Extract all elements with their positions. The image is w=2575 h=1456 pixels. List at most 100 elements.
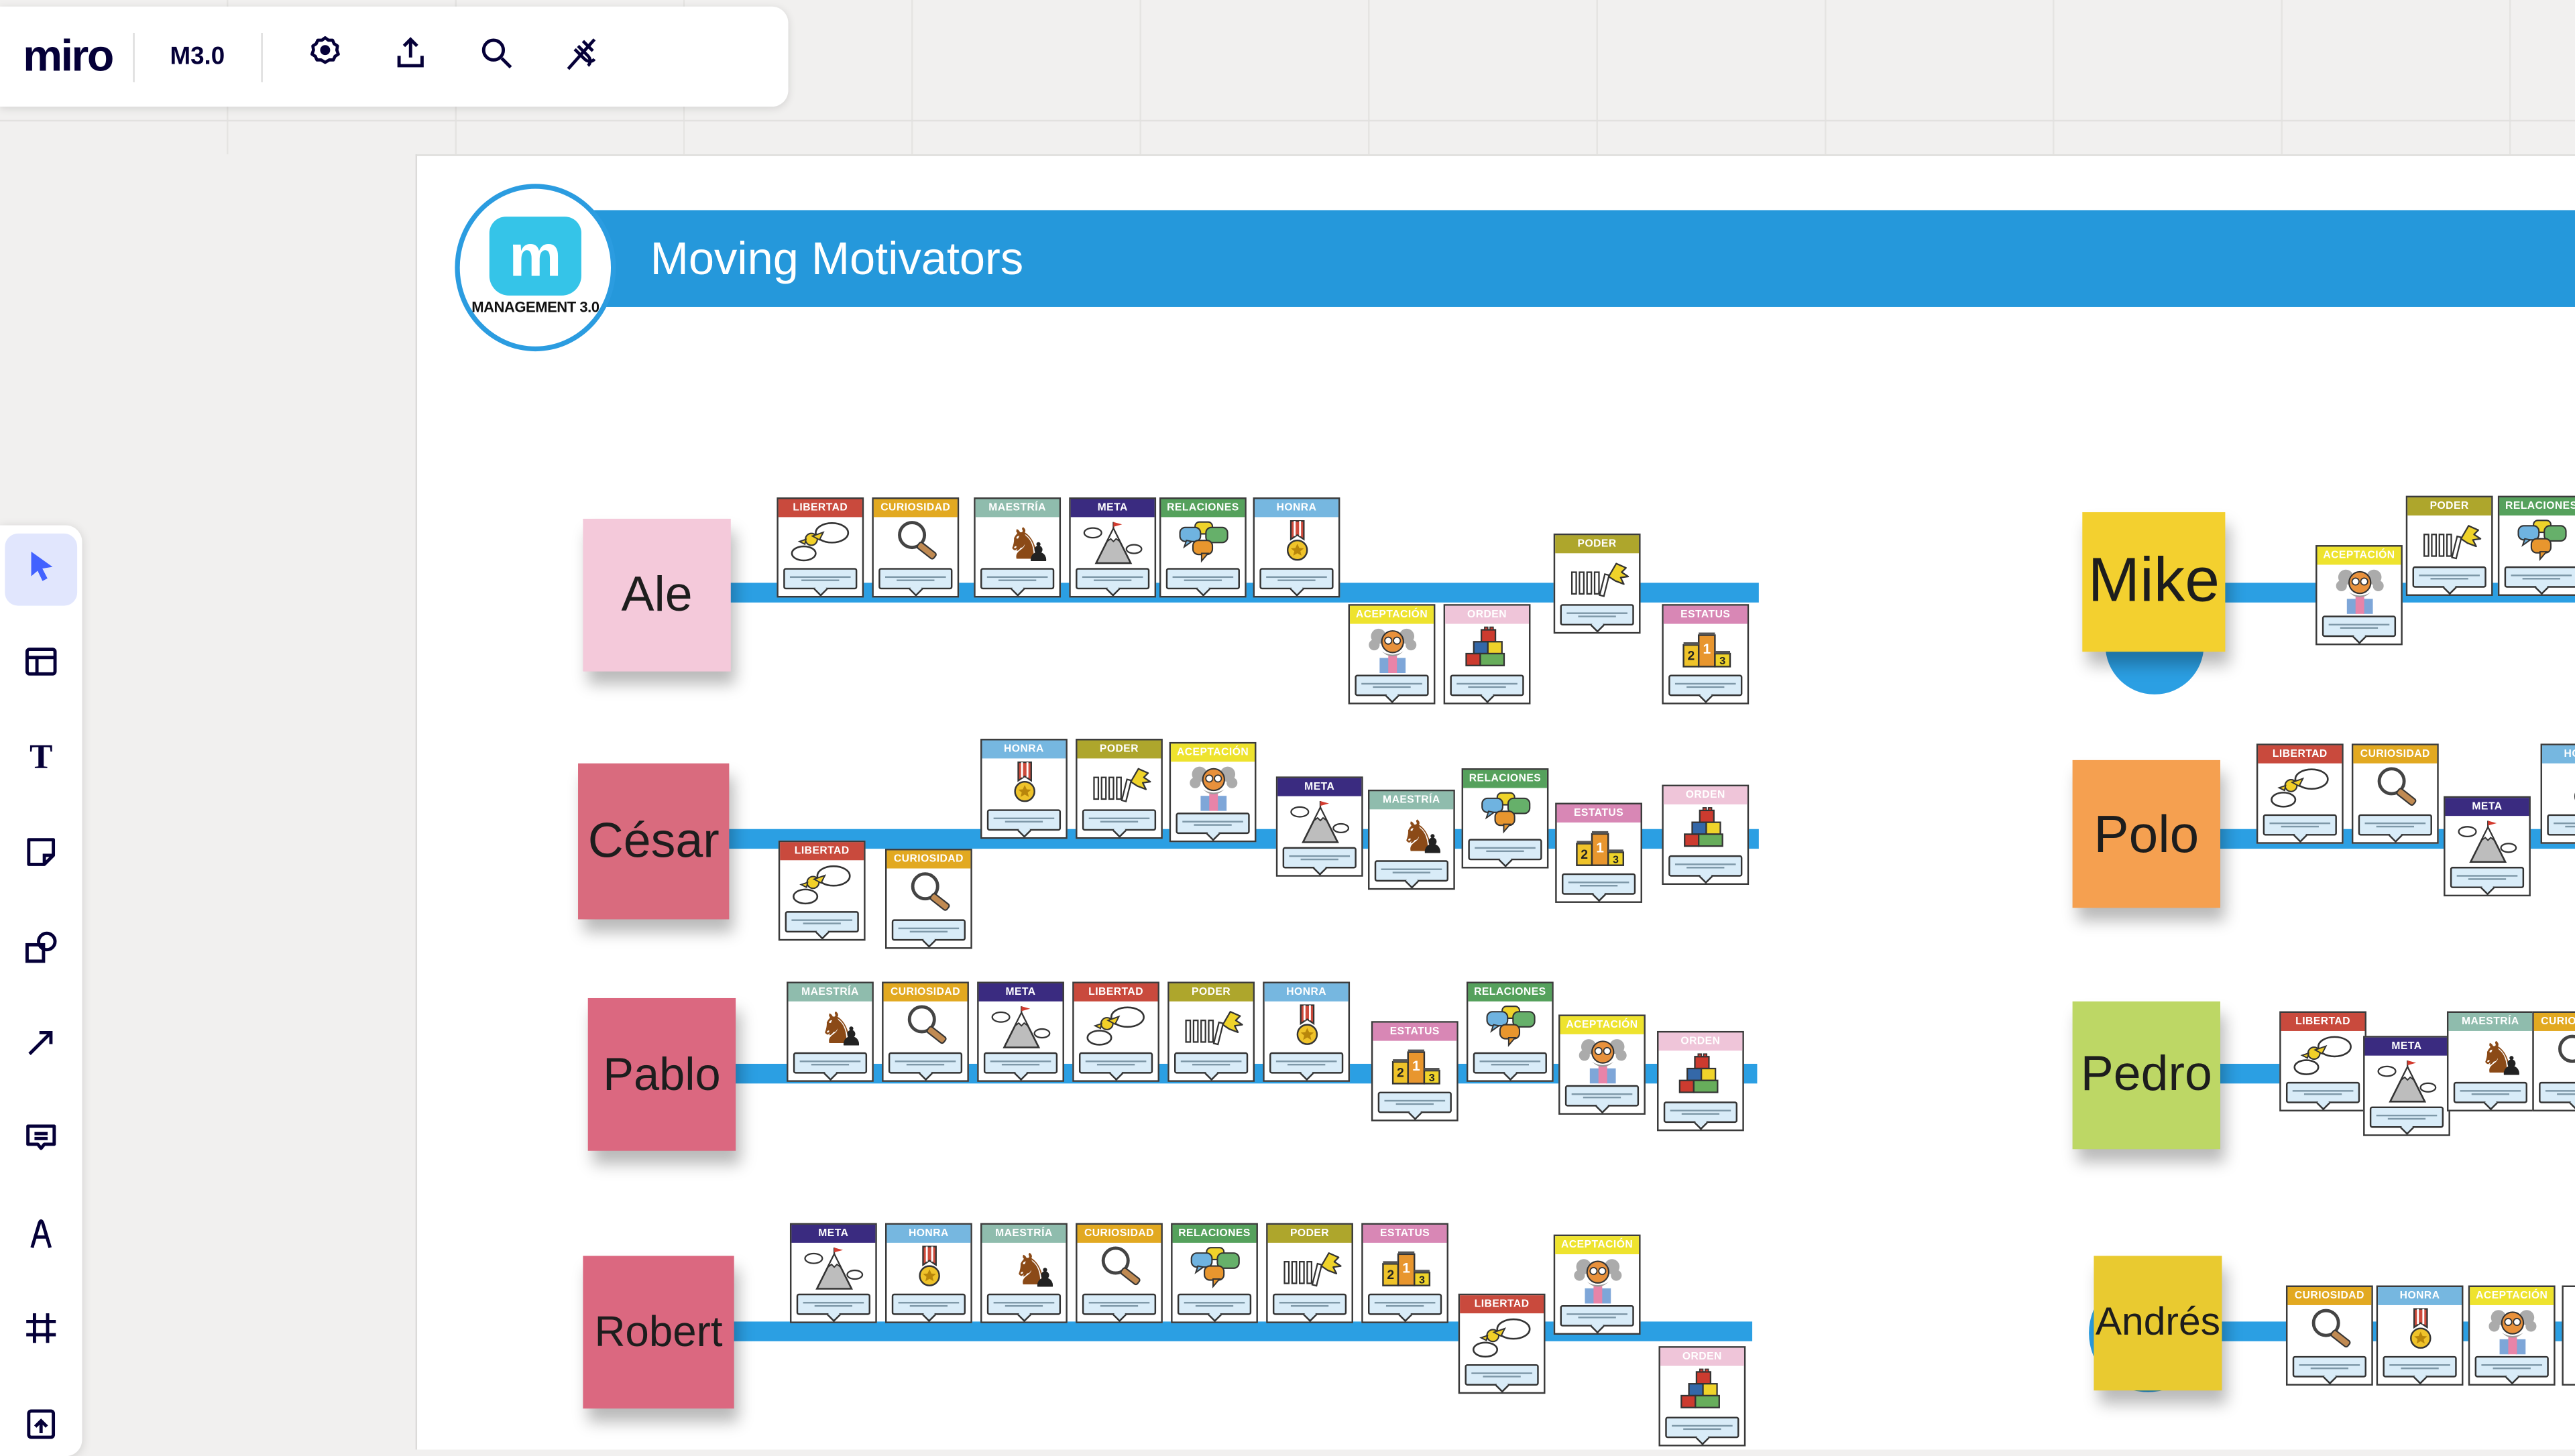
sticky-note-tool[interactable] [5,819,77,892]
motivator-card[interactable]: RELACIONES [1171,1223,1258,1323]
motivator-card[interactable]: MAESTRÍA♞♟ [787,981,874,1082]
motivator-card[interactable]: ORDEN [1658,1346,1746,1447]
motivator-card-title: META [791,1224,876,1243]
motivator-card[interactable]: HONRA [1253,497,1340,598]
motivator-card[interactable]: ACEPTACIÓN [1558,1014,1646,1115]
motivator-card[interactable]: ACEPTACIÓN [1553,1234,1641,1335]
motivator-card[interactable]: PODER [1167,981,1255,1082]
motivator-card[interactable]: CURIOSIDAD [1076,1223,1163,1323]
pen-tool[interactable] [5,1200,77,1272]
motivator-card[interactable]: LIBERTAD [1458,1293,1546,1394]
aceptación-icon [2318,564,2401,615]
motivator-card[interactable]: MAESTRÍA♞♟ [1368,789,1455,890]
upload-tool[interactable] [5,1390,77,1456]
motivator-card[interactable]: ACEPTACIÓN [1348,604,1436,705]
motivator-card[interactable]: CURIOSIDAD [2532,1011,2575,1111]
motivator-card-description [2285,1081,2360,1103]
motivator-card-title: CURIOSIDAD [873,499,958,518]
motivator-card[interactable]: CURIOSIDAD [2285,1285,2373,1386]
motivator-card[interactable]: RELACIONES [2497,495,2575,596]
motivator-card[interactable]: HONRA [1263,981,1351,1082]
motivator-card[interactable]: META [1275,776,1363,877]
motivator-card[interactable]: ORDEN [1657,1030,1744,1132]
motivator-card[interactable]: ORDEN [1443,604,1531,705]
meta-icon [791,1243,875,1294]
motivator-card[interactable]: RELACIONES [1461,768,1549,869]
motivator-card[interactable]: META [2363,1036,2450,1136]
management30-logo-caption: MANAGEMENT 3.0 [471,298,599,316]
motivator-card[interactable]: MAESTRÍA♞♟ [974,497,1062,598]
text-tool[interactable]: T [5,724,77,796]
motivator-card[interactable]: RELACIONES [1466,981,1554,1082]
connector-tool[interactable] [5,1010,77,1082]
motivator-card[interactable]: HONRA [980,739,1068,839]
board-name[interactable]: M3.0 [170,42,225,71]
motivator-card[interactable]: CURIOSIDAD [2351,743,2439,844]
motivator-card[interactable]: META [789,1223,877,1323]
motivator-card-title: ORDEN [1660,1347,1744,1366]
motivator-card[interactable]: META [977,981,1064,1082]
motivator-card-description [1561,873,1636,895]
meta-icon [2446,816,2529,867]
motivator-card[interactable]: HONRA [885,1223,972,1323]
motivator-card[interactable]: META [1069,497,1157,598]
motivator-card[interactable]: ACEPTACIÓN [2468,1285,2556,1386]
motivator-card[interactable]: RELACIONES [1159,497,1247,598]
comment-tool[interactable] [5,1105,77,1177]
motivator-card[interactable]: CURIOSIDAD [882,981,969,1082]
shapes-tool[interactable] [5,914,77,987]
honra-icon [886,1243,970,1294]
motivator-card[interactable]: MAESTRÍA♞♟ [2446,1011,2534,1111]
motivator-card-title: ACEPTACIÓN [2317,546,2401,565]
frame-tool[interactable] [5,1295,77,1368]
motivator-card[interactable]: PODER [1076,739,1163,839]
motivator-card[interactable]: PODER [1553,533,1641,634]
settings-button[interactable] [304,36,347,78]
motivator-card-description [1377,1091,1452,1113]
motivator-card-description [888,1052,963,1074]
motivator-card[interactable]: LIBERTAD [2279,1011,2366,1111]
motivator-card-description [878,568,953,590]
motivator-card[interactable]: HONRA [2540,743,2575,844]
motivator-card[interactable]: ORDEN [1662,784,1750,886]
select-tool[interactable] [5,533,78,606]
motivator-card[interactable]: ACEPTACIÓN [1169,741,1257,843]
motivator-card[interactable]: META [2444,796,2531,897]
motivator-card[interactable]: ACEPTACIÓN [2315,545,2403,646]
plug-off-button[interactable] [560,36,603,78]
export-button[interactable] [389,36,432,78]
motivator-card-title: LIBERTAD [1460,1295,1544,1314]
motivator-card[interactable] [2562,1285,2575,1386]
sticky-note-person[interactable]: Pablo [587,997,736,1151]
motivator-card[interactable]: PODER [2405,495,2493,596]
motivator-card[interactable]: HONRA [2376,1285,2464,1386]
sticky-note-person[interactable]: Pedro [2072,1001,2221,1150]
sticky-note-person[interactable]: Polo [2072,760,2221,908]
sticky-note-person[interactable]: Mike [2082,512,2226,652]
honra-icon [2542,764,2575,814]
motivator-card-title: META [978,983,1063,1002]
motivator-card[interactable]: LIBERTAD [778,840,866,941]
motivator-card[interactable]: LIBERTAD [2256,743,2344,844]
motivator-card[interactable]: CURIOSIDAD [885,849,972,949]
motivator-card[interactable]: LIBERTAD [777,497,864,598]
motivator-card[interactable]: MAESTRÍA♞♟ [980,1223,1068,1323]
motivator-card[interactable]: CURIOSIDAD [872,497,960,598]
sticky-note-person[interactable]: Robert [583,1256,734,1409]
motivator-card[interactable]: PODER [1266,1223,1353,1323]
templates-tool[interactable] [5,629,77,701]
orden-icon [1445,624,1529,675]
sticky-note-person[interactable]: César [578,763,730,920]
search-button[interactable] [474,36,517,78]
motivator-card[interactable]: LIBERTAD [1072,981,1159,1082]
miro-logo[interactable]: miro [23,31,114,81]
sticky-note-person[interactable]: Ale [583,518,731,672]
sticky-note-person[interactable]: Andrés [2094,1256,2222,1391]
motivator-card-title: HONRA [982,740,1066,759]
motivator-card-description [1078,1052,1153,1074]
